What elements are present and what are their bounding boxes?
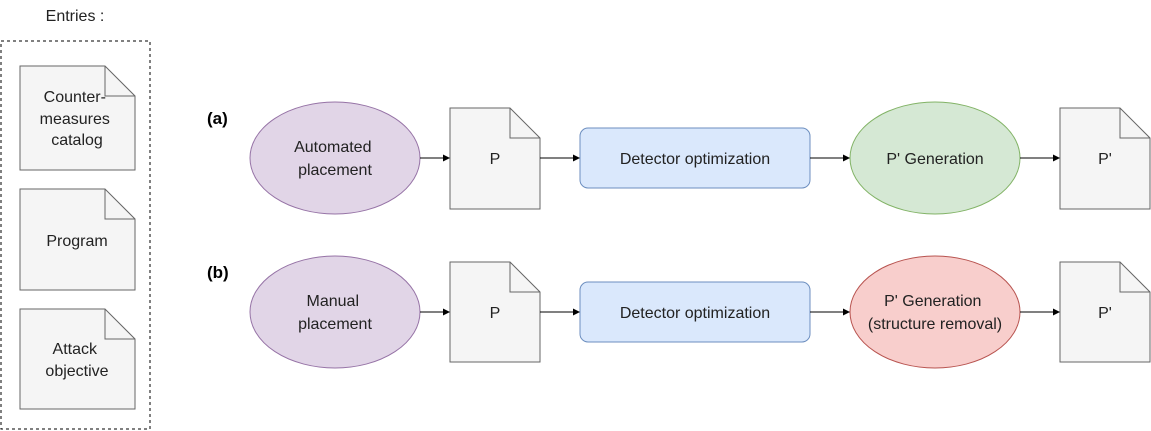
- doc-label-line: Attack: [53, 341, 98, 358]
- node-label-line: placement: [298, 316, 372, 333]
- node-label-line: Automated: [294, 139, 371, 156]
- row-a-input-doc: [449, 107, 541, 210]
- entries-title: Entries :: [46, 8, 105, 25]
- node-label-line: placement: [298, 162, 372, 179]
- row-b-placement-node: [249, 255, 421, 369]
- doc-label-line: catalog: [51, 132, 103, 149]
- entries-container: [0, 40, 151, 430]
- node-label-line: P' Generation: [884, 293, 981, 310]
- node-label-line: (structure removal): [868, 316, 1002, 333]
- row-a-detector-label: Detector optimization: [620, 151, 770, 168]
- row-a-output-doc-label: P': [1098, 151, 1112, 168]
- row-a-generation-label: P' Generation: [886, 151, 983, 168]
- row-b-label: (b): [207, 263, 229, 282]
- doc-shape: [19, 308, 136, 410]
- doc-label-line: Program: [46, 233, 107, 250]
- doc-label-line: objective: [45, 363, 108, 380]
- row-b-placement-label: Manual placement: [298, 293, 372, 333]
- row-a-label: (a): [207, 109, 228, 128]
- doc-fold: [104, 66, 135, 97]
- doc-shape: [19, 65, 136, 171]
- row-a-input-doc-label: P: [490, 151, 501, 168]
- doc-fold: [509, 108, 540, 139]
- doc-label: Program: [46, 233, 107, 250]
- row-b-output-doc: [1059, 261, 1151, 363]
- row-a-placement-label: Automated placement: [294, 139, 376, 179]
- doc-fold: [1119, 262, 1150, 293]
- entry-countermeasures-catalog-doc: Counter- measures catalog: [19, 65, 136, 171]
- row-a-placement-node: [249, 101, 421, 215]
- entry-program-doc: Program: [19, 188, 136, 291]
- doc-label-line: measures: [40, 111, 110, 128]
- doc-label: Counter- measures catalog: [40, 89, 115, 149]
- doc-shape: [19, 188, 136, 291]
- row-b-generation-node: [849, 255, 1021, 369]
- row-b-input-doc: [449, 261, 541, 363]
- doc-fold: [104, 309, 135, 340]
- entry-attack-objective-doc: Attack objective: [19, 308, 136, 410]
- node-label-line: Manual: [307, 293, 359, 310]
- row-b-input-doc-label: P: [490, 305, 501, 322]
- row-b-detector-label: Detector optimization: [620, 305, 770, 322]
- doc-fold: [104, 189, 135, 220]
- doc-label-line: Counter-: [44, 89, 106, 106]
- doc-label: Attack objective: [45, 341, 108, 380]
- row-b-output-doc-label: P': [1098, 305, 1112, 322]
- row-b-generation-label: P' Generation (structure removal): [868, 293, 1002, 333]
- doc-fold: [509, 262, 540, 293]
- node-label-line: P' Generation: [886, 151, 983, 168]
- row-a-output-doc: [1059, 107, 1151, 210]
- doc-fold: [1119, 108, 1150, 139]
